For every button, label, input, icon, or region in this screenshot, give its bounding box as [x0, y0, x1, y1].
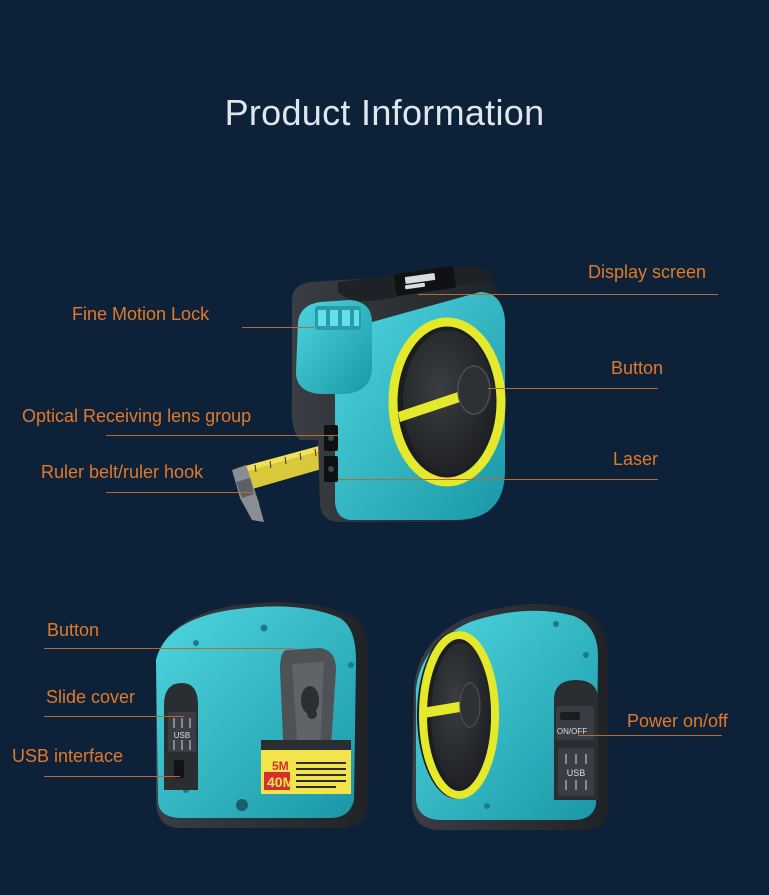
tape-measure-front-view: [232, 266, 506, 522]
display-screen: [404, 273, 436, 290]
fine-motion-lock: [296, 300, 372, 394]
leader-display-screen: [418, 294, 718, 295]
leader-button-top: [488, 388, 658, 389]
leader-optical-lens: [106, 435, 338, 436]
usb-port: [174, 760, 184, 778]
label-display-screen: Display screen: [588, 262, 707, 282]
tape-measure-side-view: ON/OFF USB: [412, 604, 608, 830]
label-fine-motion-lock: Fine Motion Lock: [72, 304, 210, 324]
leader-fine-motion-lock: [242, 327, 314, 328]
label-optical-lens: Optical Receiving lens group: [22, 406, 252, 426]
label-slide-cover: Slide cover: [46, 687, 136, 707]
label-ruler-hook: Ruler belt/ruler hook: [41, 462, 204, 482]
label-usb-interface: USB interface: [12, 746, 124, 766]
leader-button-back: [44, 648, 294, 649]
button-center: [457, 365, 491, 415]
leader-slide-cover: [44, 716, 184, 717]
leader-ruler-hook: [106, 492, 254, 493]
label-laser: Laser: [613, 449, 659, 469]
leader-usb-interface: [44, 776, 180, 777]
leader-power: [578, 735, 722, 736]
ruler-hook: [232, 465, 264, 522]
label-button-back: Button: [47, 620, 100, 640]
label-power: Power on/off: [627, 711, 728, 731]
usb-label-side: USB: [567, 768, 586, 778]
usb-label-back: USB: [174, 731, 190, 740]
sticker-40m: 40M: [267, 774, 294, 790]
switch-label: ON/OFF: [557, 727, 587, 736]
page-title: Product Information: [224, 92, 545, 133]
tape-measure-back-view: USB 5M 40M: [156, 602, 368, 828]
leader-laser: [338, 479, 658, 480]
label-button-top: Button: [611, 358, 664, 378]
sticker-5m: 5M: [272, 759, 289, 773]
ruler-belt: [238, 443, 332, 492]
